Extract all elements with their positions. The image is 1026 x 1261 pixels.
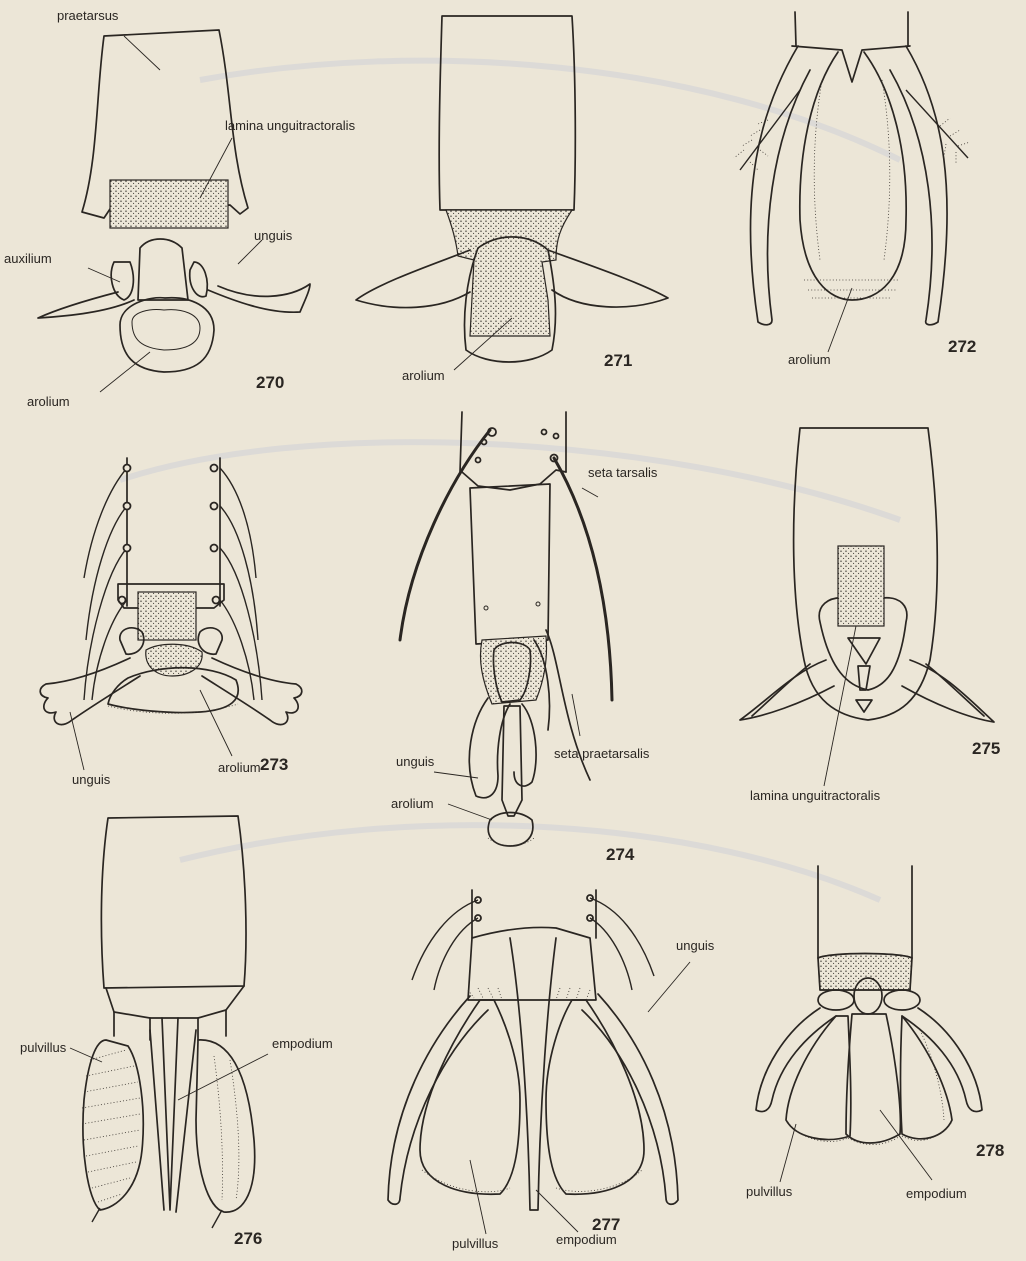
- figure-272: arolium 272: [734, 12, 976, 367]
- auxilium-left: [111, 262, 133, 300]
- unguis-left: [40, 658, 140, 725]
- label-arolium: arolium: [788, 352, 831, 367]
- label-lamina-unguitractoralis: lamina unguitractoralis: [225, 118, 356, 133]
- lamina-unguitractoralis: [110, 180, 228, 228]
- label-pulvillus: pulvillus: [452, 1236, 499, 1251]
- unguis-right: [514, 704, 536, 786]
- unguis-right: [202, 658, 302, 725]
- label-arolium: arolium: [27, 394, 70, 409]
- figure-number-271: 271: [604, 351, 632, 370]
- unguis-left: [38, 292, 134, 318]
- label-unguis: unguis: [396, 754, 435, 769]
- arolium-stem: [138, 239, 188, 300]
- label-unguis: unguis: [72, 772, 111, 787]
- label-unguis: unguis: [254, 228, 293, 243]
- seta-tarsalis-right: [554, 458, 612, 700]
- pulvillus-left: [786, 1016, 851, 1139]
- figure-number-278: 278: [976, 1141, 1004, 1160]
- pulvillus-left: [83, 1040, 143, 1210]
- arolium-pad: [488, 813, 533, 847]
- label-arolium: arolium: [402, 368, 445, 383]
- figure-277: unguis pulvillus empodium 277: [388, 890, 715, 1251]
- setae-right: [211, 465, 263, 701]
- unguis-right: [208, 284, 310, 312]
- unguis-right: [582, 994, 678, 1204]
- label-lamina-unguitractoralis: lamina unguitractoralis: [750, 788, 881, 803]
- label-pulvillus: pulvillus: [746, 1184, 793, 1199]
- unguis-right: [890, 46, 947, 325]
- figure-273: unguis arolium 273: [40, 458, 302, 787]
- figure-number-277: 277: [592, 1215, 620, 1234]
- lamina-unguitractoralis: [838, 546, 884, 626]
- lamina-unguitractoralis: [138, 592, 196, 640]
- label-seta-praetarsalis: seta praetarsalis: [554, 746, 650, 761]
- auxilium-right: [198, 628, 222, 654]
- figure-274: seta tarsalis unguis seta praetarsalis a…: [391, 412, 658, 864]
- label-unguis: unguis: [676, 938, 715, 953]
- auxilium-right: [190, 262, 208, 297]
- figure-278: pulvillus empodium 278: [746, 866, 1004, 1201]
- label-auxilium: auxilium: [4, 251, 52, 266]
- seta-right: [906, 90, 968, 158]
- praetarsus-shape: [439, 16, 575, 210]
- empodium: [162, 1018, 178, 1210]
- figure-271: arolium 271: [356, 16, 668, 383]
- arolium-stem: [502, 706, 522, 816]
- tarsal-segment: [470, 484, 550, 644]
- unguis-left: [756, 1008, 836, 1112]
- pulvillus-right: [546, 1000, 644, 1194]
- figure-276: pulvillus empodium 276: [20, 816, 333, 1248]
- label-seta-tarsalis: seta tarsalis: [588, 465, 658, 480]
- label-arolium: arolium: [218, 760, 261, 775]
- figure-number-273: 273: [260, 755, 288, 774]
- auxilium-left: [818, 990, 854, 1010]
- unguis-right: [902, 1008, 982, 1112]
- empodium: [510, 938, 556, 1210]
- unguis-left: [740, 660, 834, 720]
- label-empodium: empodium: [556, 1232, 617, 1247]
- label-empodium: empodium: [272, 1036, 333, 1051]
- arolium-pad: [800, 52, 906, 300]
- praetarsus-shape: [101, 816, 246, 988]
- unguis-right: [548, 250, 668, 307]
- figure-number-272: 272: [948, 337, 976, 356]
- figure-number-276: 276: [234, 1229, 262, 1248]
- empodium: [846, 1014, 900, 1143]
- label-praetarsus: praetarsus: [57, 8, 119, 23]
- setae-left: [84, 465, 131, 701]
- label-arolium: arolium: [391, 796, 434, 811]
- auxilium-right: [884, 990, 920, 1010]
- label-empodium: empodium: [906, 1186, 967, 1201]
- figure-number-274: 274: [606, 845, 635, 864]
- figure-number-275: 275: [972, 739, 1000, 758]
- label-pulvillus: pulvillus: [20, 1040, 67, 1055]
- unguis-left: [356, 250, 470, 308]
- figure-number-270: 270: [256, 373, 284, 392]
